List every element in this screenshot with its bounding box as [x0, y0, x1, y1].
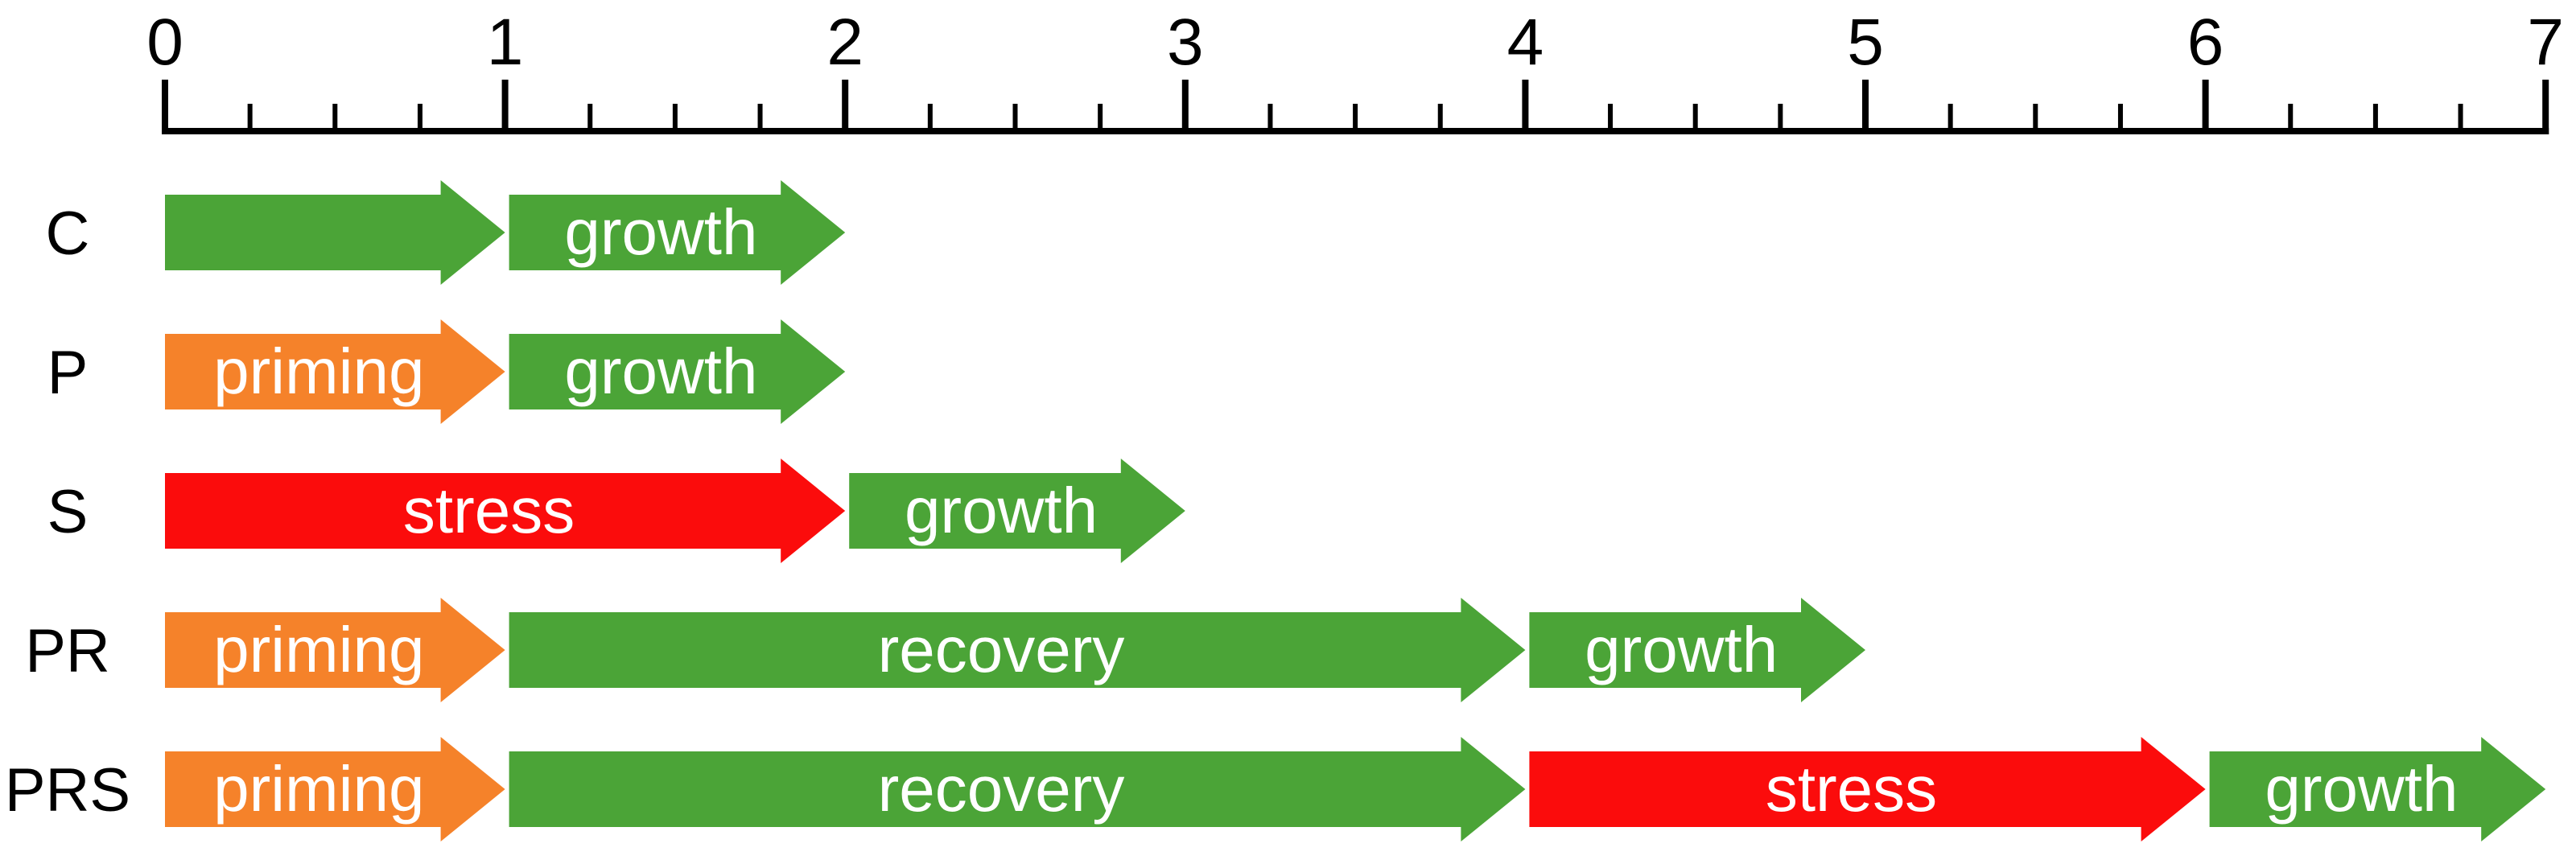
- row-label-PRS: PRS: [5, 756, 130, 825]
- axis-minor-tick: [1012, 104, 1018, 134]
- axis-major-tick: [2202, 80, 2209, 134]
- arrow-growth: [2209, 737, 2546, 841]
- axis-minor-tick: [1778, 104, 1783, 134]
- arrow-priming: [165, 319, 505, 424]
- arrow-stress: [165, 459, 846, 563]
- axis-minor-tick: [757, 104, 763, 134]
- axis-major-tick: [2542, 80, 2549, 134]
- arrow-label-stress: stress: [403, 475, 575, 546]
- row-label-PR: PR: [25, 617, 110, 685]
- arrow-label-growth: growth: [564, 335, 757, 407]
- arrow-growth: [509, 180, 846, 285]
- axis-major-tick: [1522, 80, 1529, 134]
- axis-tick-label: 0: [146, 6, 183, 79]
- axis-tick-label: 6: [2187, 6, 2224, 79]
- axis-tick-label: 2: [826, 6, 863, 79]
- arrow-priming: [165, 598, 505, 702]
- axis-tick-label: 3: [1167, 6, 1204, 79]
- axis-minor-tick: [1947, 104, 1953, 134]
- arrow-recovery: [509, 737, 1526, 841]
- arrow-label-priming: priming: [213, 753, 424, 825]
- arrow-growth: [509, 319, 846, 424]
- axis-major-tick: [1862, 80, 1869, 134]
- arrow-growth-unlabeled: [165, 180, 505, 285]
- arrow-label-growth: growth: [905, 475, 1098, 546]
- axis-minor-tick: [672, 104, 678, 134]
- arrow-label-growth: growth: [564, 196, 757, 268]
- arrow-growth: [849, 459, 1185, 563]
- axis-minor-tick: [2372, 104, 2378, 134]
- axis-tick-label: 7: [2527, 6, 2564, 79]
- arrow-label-growth: growth: [1585, 614, 1778, 685]
- arrow-label-recovery: recovery: [878, 614, 1125, 685]
- arrow-label-growth: growth: [2265, 753, 2458, 825]
- axis-minor-tick: [927, 104, 933, 134]
- axis-minor-tick: [417, 104, 422, 134]
- axis-minor-tick: [1267, 104, 1273, 134]
- axis-tick-label: 1: [487, 6, 524, 79]
- axis-minor-tick: [2288, 104, 2294, 134]
- axis-minor-tick: [1098, 104, 1103, 134]
- arrow-label-priming: priming: [213, 335, 424, 407]
- axis-minor-tick: [1437, 104, 1443, 134]
- arrow-label-priming: priming: [213, 614, 424, 685]
- row-label-P: P: [47, 339, 89, 407]
- axis-major-tick: [1181, 80, 1189, 134]
- axis-minor-tick: [2117, 104, 2123, 134]
- axis-minor-tick: [2033, 104, 2038, 134]
- arrow-label-recovery: recovery: [878, 753, 1125, 825]
- arrow-growth: [1529, 598, 1865, 702]
- axis-minor-tick: [332, 104, 338, 134]
- arrow-recovery: [509, 598, 1526, 702]
- axis-minor-tick: [247, 104, 253, 134]
- axis-major-tick: [162, 80, 168, 134]
- axis-major-tick: [501, 80, 509, 134]
- row-label-C: C: [46, 200, 90, 268]
- axis-minor-tick: [587, 104, 593, 134]
- axis-minor-tick: [1692, 104, 1698, 134]
- arrow-priming: [165, 737, 505, 841]
- axis-tick-label: 5: [1847, 6, 1884, 79]
- axis-minor-tick: [1608, 104, 1614, 134]
- axis-tick-label: 4: [1507, 6, 1544, 79]
- arrow-stress: [1529, 737, 2206, 841]
- row-label-S: S: [47, 478, 89, 546]
- axis-major-tick: [842, 80, 849, 134]
- axis-minor-tick: [2458, 104, 2463, 134]
- arrow-label-stress: stress: [1766, 753, 1937, 825]
- axis-minor-tick: [1353, 104, 1358, 134]
